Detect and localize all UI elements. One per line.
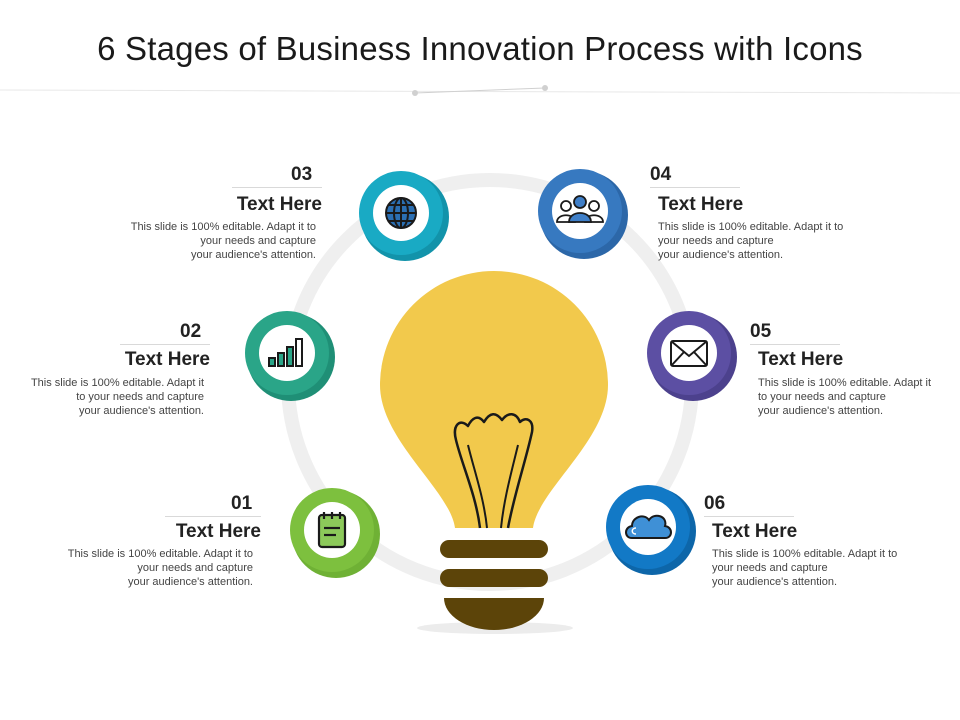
- stage-3-number: 03: [291, 164, 313, 185]
- cloud-icon: [625, 514, 672, 539]
- bar-chart-icon: [268, 338, 303, 367]
- stage-3-description: This slide is 100% editable. Adapt it to…: [130, 221, 316, 261]
- stage-3-badge: [359, 171, 449, 261]
- stage-4-description: This slide is 100% editable. Adapt it to…: [658, 221, 844, 261]
- page-title: 6 Stages of Business Innovation Process …: [97, 30, 863, 67]
- stage-6-heading: Text Here: [712, 521, 798, 542]
- stage-4-number: 04: [650, 164, 672, 185]
- stage-5-number: 05: [750, 321, 772, 342]
- lightbulb-icon: [380, 271, 608, 634]
- stage-5-divider: [750, 344, 840, 345]
- stage-1-description: This slide is 100% editable. Adapt it to…: [67, 548, 253, 588]
- stage-2-heading: Text Here: [124, 349, 210, 370]
- team-icon: [556, 195, 604, 223]
- globe-icon: [385, 197, 417, 229]
- bulb-base-band: [440, 540, 548, 558]
- stage-5-heading: Text Here: [758, 349, 844, 370]
- stage-3-divider: [232, 187, 322, 188]
- envelope-icon: [670, 340, 708, 367]
- stage-1-divider: [165, 516, 261, 517]
- bulb-base-band: [440, 569, 548, 587]
- stage-1-number: 01: [231, 493, 253, 514]
- notepad-icon: [317, 512, 347, 549]
- stage-6-description: This slide is 100% editable. Adapt it to…: [712, 548, 898, 588]
- stage-6-badge: [606, 485, 696, 575]
- stage-2-badge: [245, 311, 335, 401]
- stage-3-heading: Text Here: [236, 194, 322, 215]
- stage-2-description: This slide is 100% editable. Adapt it to…: [30, 377, 204, 417]
- stage-5-description: This slide is 100% editable. Adapt it to…: [758, 377, 932, 417]
- stage-6-number: 06: [704, 493, 726, 514]
- stage-2-number: 02: [180, 321, 202, 342]
- stage-4-divider: [650, 187, 740, 188]
- stage-1-badge: [290, 488, 380, 578]
- bulb-base-cap: [444, 598, 544, 630]
- stage-4-badge: [538, 169, 628, 259]
- stage-5-badge: [647, 311, 737, 401]
- bulb-glass: [380, 271, 608, 528]
- stage-2-divider: [120, 344, 210, 345]
- stage-1-heading: Text Here: [175, 521, 261, 542]
- bulb-filament: [453, 413, 534, 529]
- stage-4-heading: Text Here: [658, 194, 744, 215]
- stage-6-divider: [704, 516, 794, 517]
